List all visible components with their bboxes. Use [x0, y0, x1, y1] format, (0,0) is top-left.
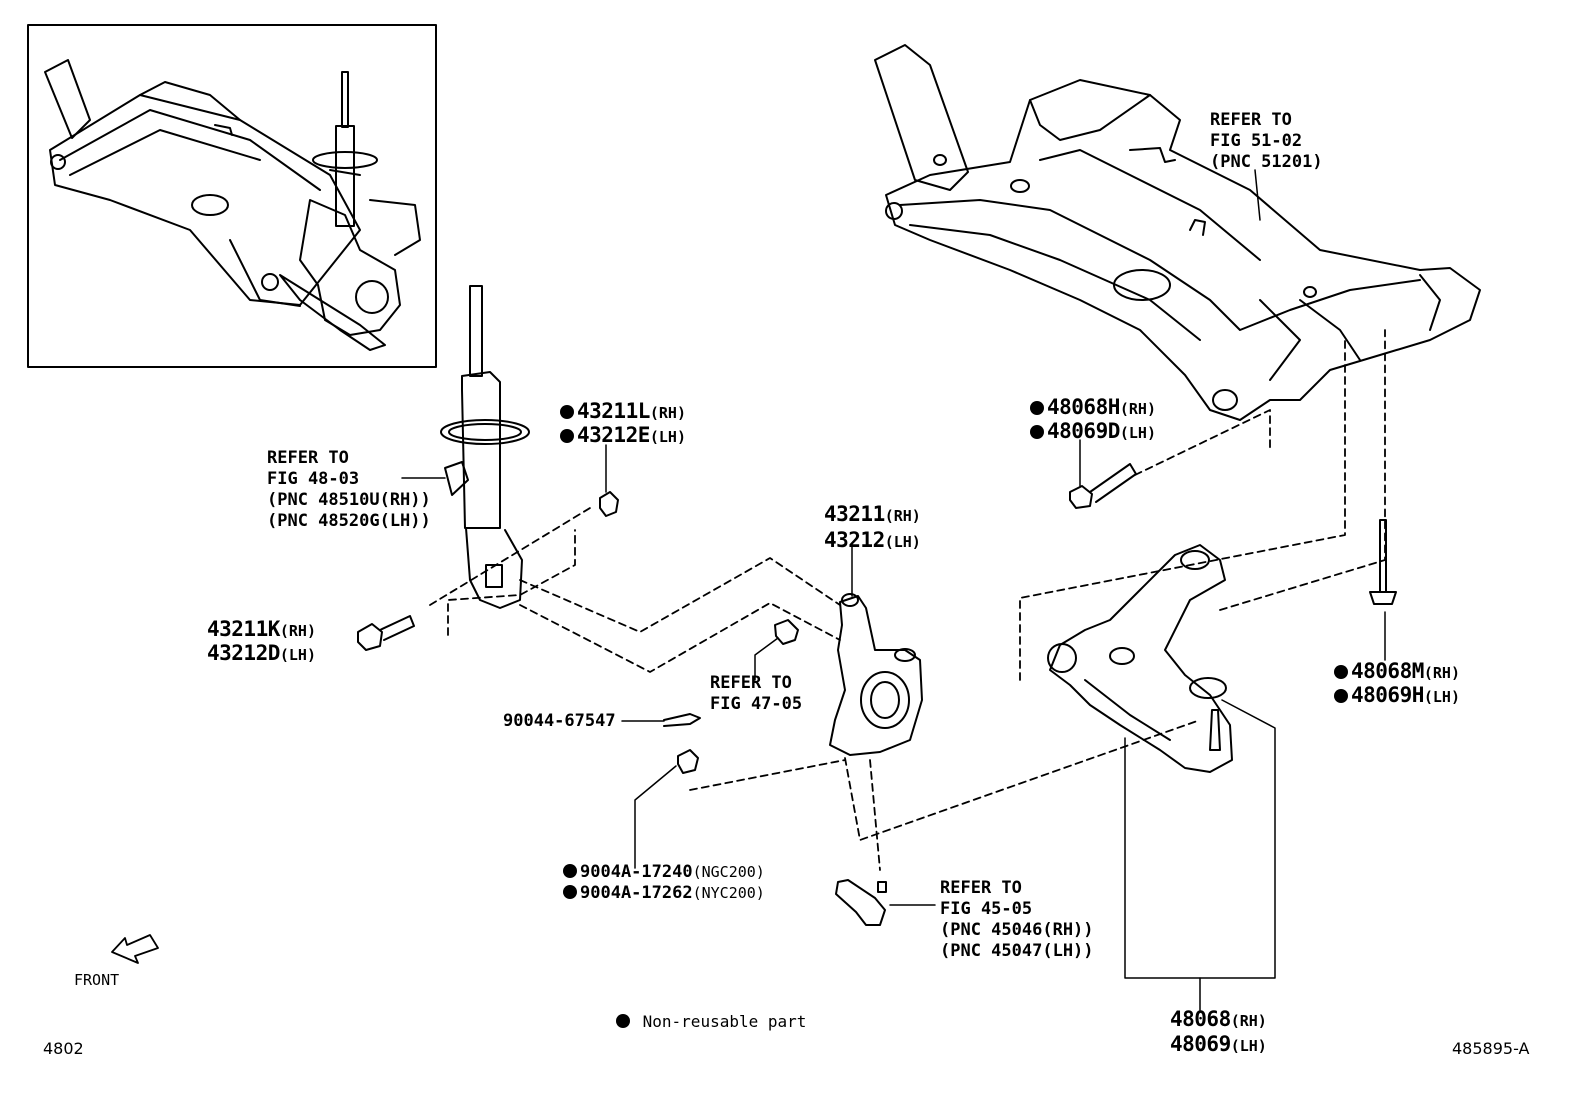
vertical-bolt	[1369, 519, 1397, 605]
ref-bolt: REFER TO FIG 47-05	[710, 673, 802, 715]
inset-overview	[27, 24, 437, 368]
ball-joint	[1189, 677, 1227, 751]
part-label-48068H: 48068H(RH) 48069D(LH)	[1030, 396, 1156, 444]
non-reusable-dot-icon	[1030, 425, 1044, 439]
page-code: 4802	[43, 1039, 84, 1058]
part-label-48068: 48068(RH) 48069(LH)	[1170, 1007, 1267, 1056]
strut-bolt	[357, 615, 415, 651]
ref-strut-line: REFER TO	[267, 448, 349, 468]
part-label-48068M: 48068M(RH) 48069H(LH)	[1334, 660, 1460, 708]
ref-frame-line: REFER TO	[1210, 110, 1292, 130]
illustration-id: 485895-A	[1452, 1039, 1530, 1058]
non-reusable-dot-icon	[560, 429, 574, 443]
part-label-43211: 43211(RH) 43212(LH)	[824, 502, 921, 552]
ref-frame: REFER TO FIG 51-02 (PNC 51201)	[1210, 110, 1323, 173]
ref-strut-line: FIG 48-03	[267, 469, 360, 489]
front-suspension-crossmember	[874, 44, 1481, 421]
ref-tie-rod-line: FIG 45-05	[940, 899, 1033, 919]
part-label-90044: 90044-67547	[503, 711, 616, 731]
non-reusable-dot-icon	[563, 885, 577, 899]
part-label-9004A: 9004A-17240(NGC200) 9004A-17262(NYC200)	[563, 862, 765, 904]
ref-tie-rod-line: (PNC 45046(RH))	[940, 920, 1094, 940]
cotter-pin	[663, 713, 701, 727]
ref-frame-line: (PNC 51201)	[1210, 152, 1323, 172]
tie-rod-end	[835, 879, 887, 926]
non-reusable-dot-icon	[563, 864, 577, 878]
front-label: FRONT	[74, 971, 120, 989]
ref-bolt-line: FIG 47-05	[710, 694, 803, 714]
ref-bolt-line: REFER TO	[710, 673, 792, 693]
non-reusable-dot-icon	[1030, 401, 1044, 415]
non-reusable-dot-icon	[560, 405, 574, 419]
ref-frame-line: FIG 51-02	[1210, 131, 1303, 151]
legend: Non-reusable part	[616, 1011, 806, 1032]
ref-strut: REFER TO FIG 48-03 (PNC 48510U(RH)) (PNC…	[267, 448, 431, 532]
part-label-43211K: 43211K(RH) 43212D(LH)	[207, 617, 316, 665]
ref-strut-line: (PNC 48520G(LH))	[267, 511, 431, 531]
legend-text: Non-reusable part	[642, 1012, 807, 1031]
ref-strut-line: (PNC 48510U(RH))	[267, 490, 431, 510]
strut-nut	[599, 491, 619, 517]
lower-arm-bolt	[1069, 463, 1137, 509]
ref-tie-rod-line: (PNC 45047(LH))	[940, 941, 1094, 961]
steering-knuckle	[829, 593, 923, 756]
assembly-guides	[429, 329, 1386, 871]
leader-lines	[401, 169, 1386, 1011]
knuckle-bolt	[774, 619, 799, 645]
ref-tie-rod-line: REFER TO	[940, 878, 1022, 898]
ref-tie-rod: REFER TO FIG 45-05 (PNC 45046(RH)) (PNC …	[940, 878, 1094, 962]
part-label-43211L: 43211L(RH) 43212E(LH)	[560, 400, 686, 448]
front-arrow-icon	[111, 934, 159, 964]
non-reusable-dot-icon	[616, 1014, 630, 1028]
front-strut-assembly	[440, 285, 530, 609]
lower-control-arm	[1047, 544, 1233, 773]
castle-nut	[677, 749, 699, 774]
non-reusable-dot-icon	[1334, 689, 1348, 703]
non-reusable-dot-icon	[1334, 665, 1348, 679]
